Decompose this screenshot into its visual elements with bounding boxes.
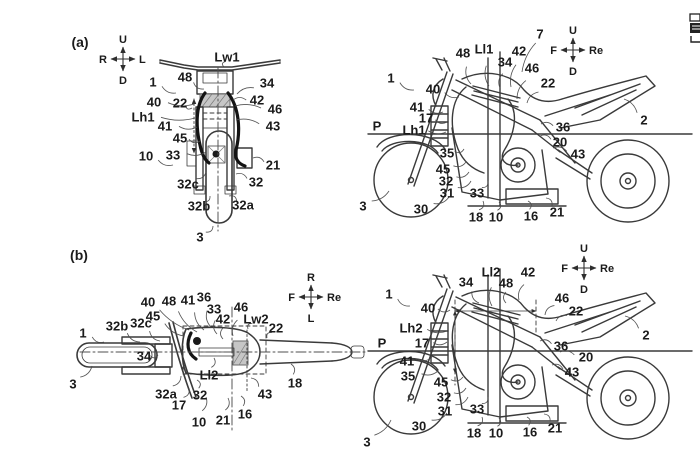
orientation-compasses: UDRLUDFReRLFReUDFRe [99,25,614,325]
leader-line [374,420,391,435]
leader-line [398,299,410,306]
leader-line [158,160,173,165]
leader-line [482,397,488,404]
compass-letter: R [99,54,107,66]
compass-letter: L [308,313,315,325]
compass-letter: D [569,66,577,78]
side-view-1-compass: U DF Re [550,25,603,78]
leader-line [197,380,200,388]
leader-line [173,376,181,386]
leader-line [241,396,245,406]
compass-letter: D [580,284,588,296]
leader-line [455,397,468,405]
compass-letter: L [139,54,146,66]
leader-line [291,364,295,374]
leader-line [237,88,254,94]
leader-line [229,196,237,201]
cutoff-corner-mark [690,14,700,42]
compass-letter: U [580,243,588,255]
leader-line [518,285,524,300]
leader-line [168,103,194,106]
leader-line [194,82,204,89]
leader-line [161,117,195,120]
compass-letter: U [569,25,577,37]
leader-line [528,201,531,209]
leader-line [432,413,447,420]
side-view-2-compass: U DF Re [561,243,614,296]
leader-line [150,331,160,341]
compass-letter: U [119,34,127,46]
leader-line [206,226,213,232]
leader-line [235,104,261,108]
top-view-drawing [77,307,368,433]
compass-letter: F [288,292,295,304]
leader-line [251,378,259,387]
leader-line [232,320,237,336]
top-view-compass: R L F Re [288,272,341,325]
front-view-compass: U DR L [99,34,146,87]
leader-line [236,173,247,178]
compass-letter: Re [327,292,341,304]
leader-line [202,397,207,411]
leader-line [267,332,272,338]
compass-letter: F [561,263,568,275]
leader-line [482,181,488,188]
leader-line [478,417,483,426]
leader-line [510,65,516,87]
leader-line [400,83,414,90]
compass-letter: Re [589,45,603,57]
leader-line [204,196,210,202]
leader-line [196,172,206,179]
compass-letter: F [550,45,557,57]
side-view-1-drawing [368,52,692,222]
compass-letter: D [119,75,127,87]
leader-line [206,311,211,328]
leader-line [233,98,246,101]
compass-letter: R [307,272,315,284]
leader-line [92,337,104,343]
leader-line [222,62,225,68]
leader-line [253,157,264,162]
leader-line [453,162,466,167]
leader-line [225,398,229,410]
side-view-2-drawing [368,269,692,439]
leader-line [221,328,224,339]
leader-line [456,172,469,177]
leader-line [211,358,215,367]
leader-lines [80,43,638,435]
leader-line [545,306,554,315]
leader-line [472,291,479,303]
compass-letter: Re [600,263,614,275]
leader-line [162,86,176,93]
leader-line [522,43,536,72]
front-view-drawing [160,60,280,231]
